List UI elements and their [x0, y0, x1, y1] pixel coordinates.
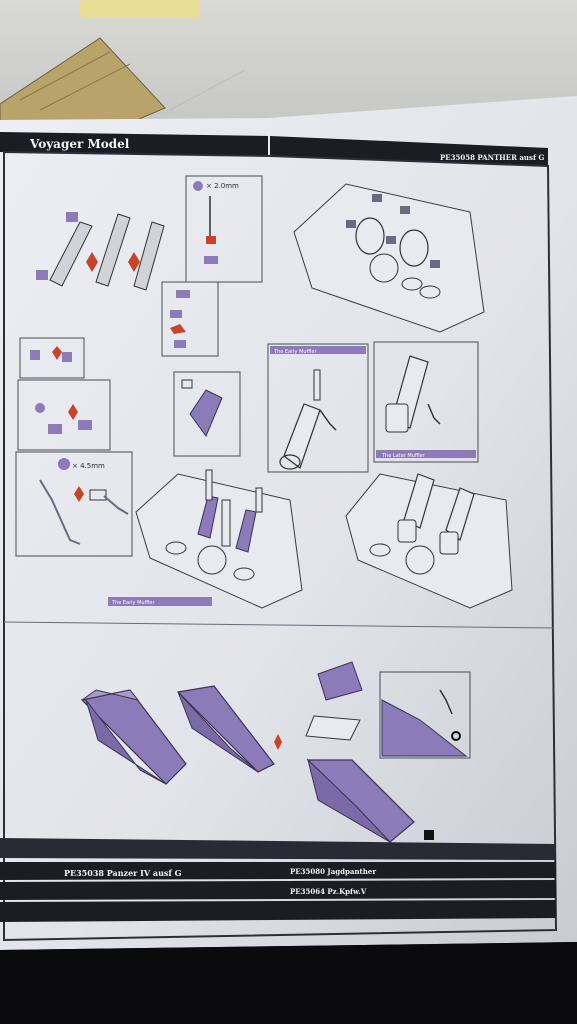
footer-band-1	[0, 862, 556, 880]
product-code: PE35058 PANTHER ausf G	[440, 153, 544, 162]
engine-deck-top-right	[293, 183, 485, 333]
early-muffler-box-label: The Early Muffler	[273, 349, 317, 355]
step-box-clamps	[19, 337, 85, 379]
step-box-hinges	[17, 379, 111, 451]
stowage-bin-step-2	[176, 685, 282, 773]
step-box-hull-detail	[379, 671, 471, 759]
footer-band-top	[0, 838, 556, 860]
section-divider	[3, 621, 555, 629]
dark-floor	[0, 942, 577, 1024]
header-band-left	[0, 132, 268, 156]
step-box-cover-plate	[173, 371, 241, 457]
late-muffler-box-label: The Later Muffler	[381, 453, 426, 459]
stowage-bin-step-3	[305, 661, 415, 843]
step-box-wires	[15, 451, 133, 557]
footer-line-2: PE35080 Jagdpanther	[290, 867, 376, 876]
step-box-early-muffler	[267, 343, 369, 473]
sheet-frame	[3, 150, 558, 942]
step-box-late-muffler	[373, 341, 479, 463]
table-object	[80, 0, 200, 18]
footer-band-3	[0, 900, 556, 922]
engine-deck-middle-left	[135, 469, 303, 609]
stowage-bin-step-1	[80, 689, 187, 785]
photo-etched-fret	[0, 37, 166, 129]
early-muffler-banner-label: The Early Muffler	[111, 600, 155, 606]
engine-deck-middle-right	[345, 473, 513, 609]
drill-size-label-1: × 2.0mm	[206, 182, 239, 190]
brand-logo-text: Voyager Model	[29, 137, 130, 151]
drill-size-label-2: × 4.5mm	[72, 462, 105, 470]
early-muffler-banner-bar	[108, 597, 212, 606]
footer-line-3: PE35064 Pz.Kpfw.V	[290, 887, 367, 896]
step-box-brackets	[161, 281, 219, 357]
corner-mark	[424, 830, 434, 840]
step-box-drill	[185, 175, 263, 283]
exhaust-assembly-left	[36, 212, 165, 291]
footer-line-1: PE35038 Panzer IV ausf G	[64, 868, 182, 878]
footer-band-2	[0, 880, 556, 900]
